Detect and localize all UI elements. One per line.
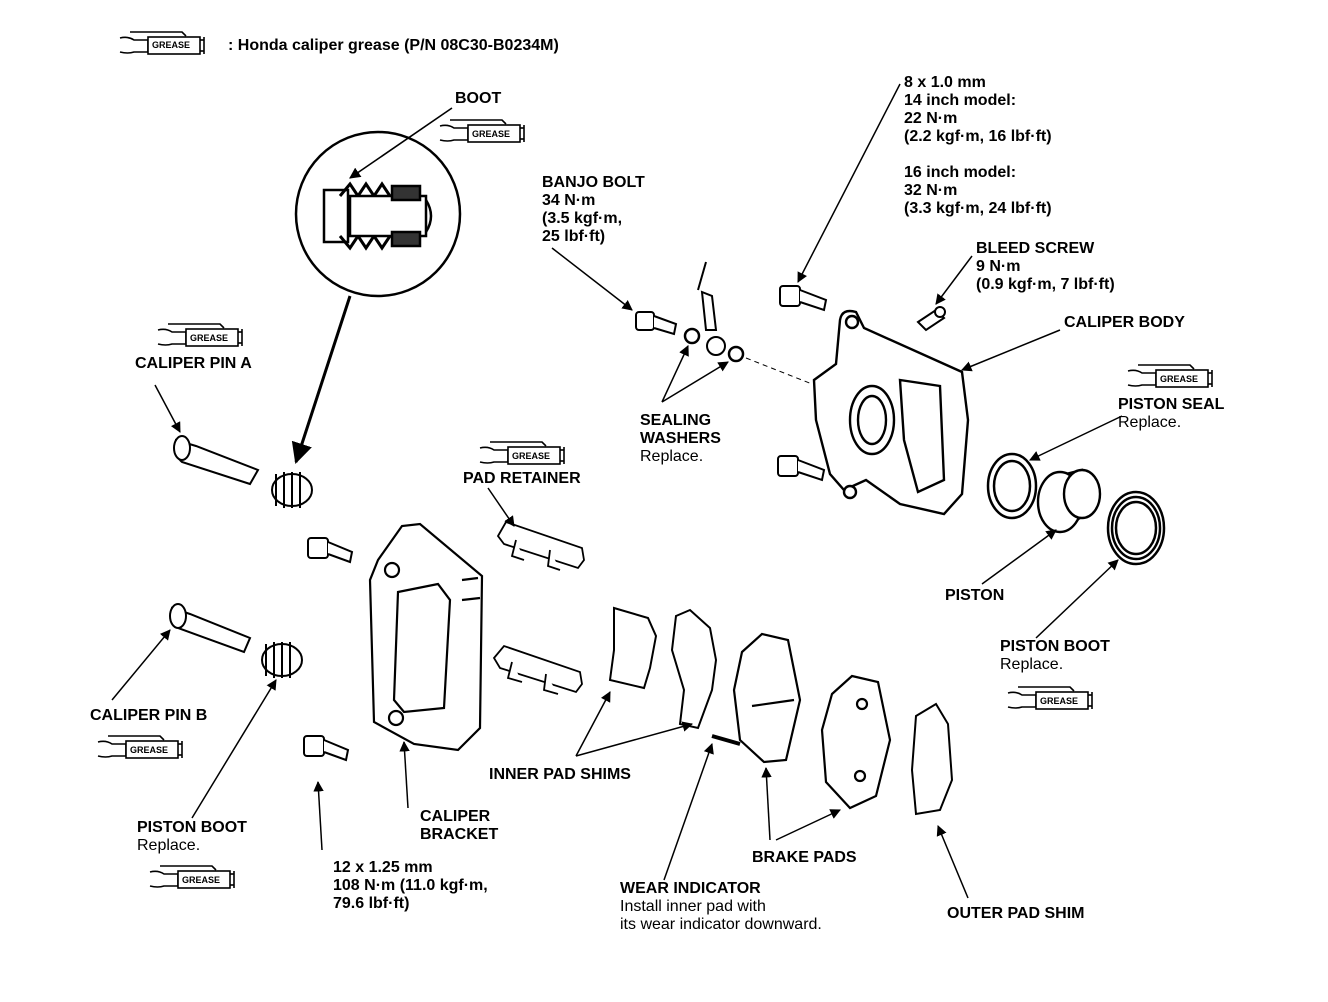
inner-pad-shim-1: [608, 606, 658, 690]
mount-line-3: 22 N·m: [904, 110, 958, 127]
label-mount-bolt-torque: 8 x 1.0 mm 14 inch model: 22 N·m (2.2 kg…: [904, 74, 1052, 218]
grease-tube-icon: GREASE: [149, 865, 235, 889]
piston-boot-left-note: Replace.: [137, 837, 201, 854]
grease-tube-icon: GREASE: [119, 31, 205, 55]
piston-boot-right-note: Replace.: [1000, 656, 1064, 673]
outer-pad-shim: [910, 702, 954, 816]
label-piston-seal: PISTON SEAL Replace.: [1118, 396, 1224, 432]
bracket-bolt-lower: [303, 735, 350, 762]
grease-tube-icon: GREASE: [479, 441, 565, 465]
label-bracket-bolt-torque: 12 x 1.25 mm 108 N·m (11.0 kgf·m, 79.6 l…: [333, 859, 488, 913]
legend-text: : Honda caliper grease (P/N 08C30-B0234M…: [228, 37, 559, 54]
caliper-pin-b: [169, 603, 252, 654]
caliper-mount-bolt-upper: [779, 285, 828, 312]
caliper-body: [812, 309, 970, 516]
label-bleed-screw: BLEED SCREW 9 N·m (0.9 kgf·m, 7 lbf·ft): [976, 240, 1115, 294]
label-caliper-pin-b: CALIPER PIN B: [90, 707, 208, 724]
sealing-washer: [683, 327, 745, 363]
boot-detail-circle: [294, 130, 462, 298]
piston-seal-note: Replace.: [1118, 414, 1182, 431]
mount-line-1: 8 x 1.0 mm: [904, 74, 986, 91]
grease-tube-icon: GREASE: [1127, 364, 1213, 388]
boot-callout-arrow: [291, 295, 352, 464]
label-caliper-pin-a: CALIPER PIN A: [135, 355, 252, 372]
svg-text:GREASE: GREASE: [472, 129, 510, 139]
label-caliper-bracket: CALIPER BRACKET: [420, 808, 498, 844]
brake-hose-fitting: [697, 261, 726, 356]
brake-pad-outer: [820, 674, 892, 810]
mount-line-2: 14 inch model:: [904, 92, 1017, 109]
banjo-line-1: BANJO BOLT: [542, 174, 645, 191]
piston-boot-right-title: PISTON BOOT: [1000, 638, 1110, 655]
caliper-bracket: [368, 522, 484, 752]
bracket-bolt-line-1: 12 x 1.25 mm: [333, 859, 433, 876]
inner-pad-shim-2: [670, 608, 718, 730]
svg-text:GREASE: GREASE: [1040, 696, 1078, 706]
banjo-line-4: 25 lbf·ft): [542, 228, 606, 245]
bracket-bolt-line-2: 108 N·m (11.0 kgf·m,: [333, 877, 488, 894]
caliper-bracket-line-1: CALIPER: [420, 808, 491, 825]
label-inner-pad-shims: INNER PAD SHIMS: [489, 766, 631, 783]
mount-line-4: (2.2 kgf·m, 16 lbf·ft): [904, 128, 1052, 145]
label-boot: BOOT: [455, 90, 502, 107]
bleed-line-1: BLEED SCREW: [976, 240, 1095, 257]
wear-indicator-title: WEAR INDICATOR: [620, 880, 761, 897]
piston-boot-right: [1106, 490, 1166, 566]
svg-text:GREASE: GREASE: [182, 875, 220, 885]
piston: [1036, 468, 1102, 534]
label-pad-retainer: PAD RETAINER: [463, 470, 581, 487]
bleed-line-2: 9 N·m: [976, 258, 1021, 275]
brake-pad-inner: [732, 632, 802, 764]
grease-tube-icon: GREASE: [97, 735, 183, 759]
bracket-bolt-line-3: 79.6 lbf·ft): [333, 895, 410, 912]
label-piston-boot-right: PISTON BOOT Replace.: [1000, 638, 1110, 674]
pad-retainer-lower: [492, 644, 583, 695]
wear-indicator-note-2: its wear indicator downward.: [620, 916, 822, 933]
wear-indicator-note-1: Install inner pad with: [620, 898, 766, 915]
svg-text:GREASE: GREASE: [152, 40, 190, 50]
banjo-bolt: [635, 311, 678, 336]
grease-tube-icon: GREASE: [1007, 686, 1093, 710]
grease-tube-icon: GREASE: [439, 119, 525, 143]
sealing-washers-line-1: SEALING: [640, 412, 712, 429]
svg-text:GREASE: GREASE: [512, 451, 550, 461]
svg-text:GREASE: GREASE: [190, 333, 228, 343]
label-brake-pads: BRAKE PADS: [752, 849, 857, 866]
pad-retainer-upper: [496, 520, 585, 571]
label-banjo-bolt: BANJO BOLT 34 N·m (3.5 kgf·m, 25 lbf·ft): [542, 174, 645, 246]
piston-seal: [986, 452, 1038, 520]
banjo-line-3: (3.5 kgf·m,: [542, 210, 623, 227]
piston-seal-title: PISTON SEAL: [1118, 396, 1225, 413]
mount-line-8: (3.3 kgf·m, 24 lbf·ft): [904, 200, 1052, 217]
sealing-washers-line-2: WASHERS: [640, 430, 721, 447]
caliper-bracket-line-2: BRACKET: [420, 826, 499, 843]
label-piston: PISTON: [945, 587, 1005, 604]
label-outer-pad-shim: OUTER PAD SHIM: [947, 905, 1085, 922]
label-wear-indicator: WEAR INDICATOR Install inner pad with it…: [620, 880, 822, 934]
mount-line-6: 16 inch model:: [904, 164, 1017, 181]
mount-line-spacer: [904, 146, 1052, 164]
mount-line-7: 32 N·m: [904, 182, 958, 199]
piston-boot-left-title: PISTON BOOT: [137, 819, 247, 836]
label-caliper-body: CALIPER BODY: [1064, 314, 1185, 331]
sealing-washers-note: Replace.: [640, 448, 704, 465]
bleed-line-3: (0.9 kgf·m, 7 lbf·ft): [976, 276, 1115, 293]
caliper-pin-a: [173, 435, 260, 486]
svg-text:GREASE: GREASE: [1160, 374, 1198, 384]
label-piston-boot-left: PISTON BOOT Replace.: [137, 819, 247, 855]
caliper-mount-bolt-lower: [777, 455, 826, 482]
banjo-line-2: 34 N·m: [542, 192, 596, 209]
grease-tube-icon: GREASE: [157, 323, 243, 347]
bracket-bolt-upper: [307, 537, 354, 564]
pin-boot-b: [261, 642, 303, 678]
label-sealing-washers: SEALING WASHERS Replace.: [640, 412, 721, 466]
bleed-screw: [916, 306, 946, 332]
svg-text:GREASE: GREASE: [130, 745, 168, 755]
pin-boot-a: [271, 472, 313, 508]
